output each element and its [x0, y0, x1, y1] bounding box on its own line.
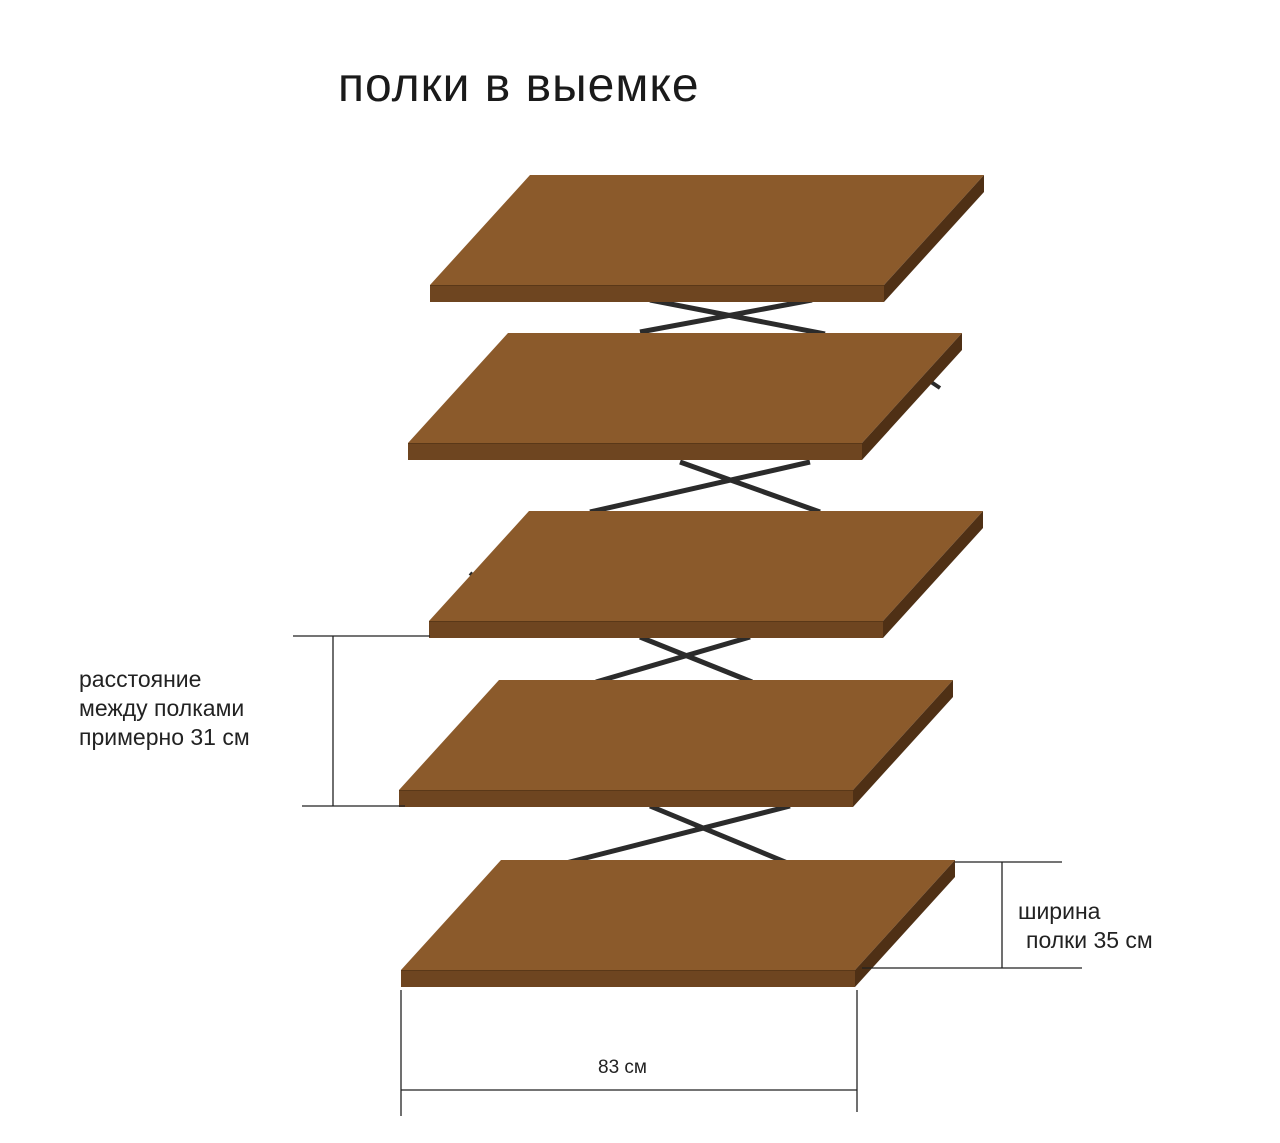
brace-bar-a-4 [561, 803, 791, 867]
shelf-front-3 [429, 621, 883, 638]
diagram-title: полки в выемке [338, 59, 700, 112]
shelf-side-4 [853, 680, 953, 807]
shelf-side-3 [883, 511, 983, 638]
shelf-side-5 [855, 860, 955, 987]
shelf-top-2 [408, 333, 962, 443]
shelf-front-1 [430, 285, 884, 302]
brace-bar-a-2 [589, 459, 811, 515]
shelf-top-3 [429, 511, 983, 621]
brace-bar-b-1 [649, 297, 826, 337]
shelf-gap-label: расстояние между полками примерно 31 см [79, 666, 250, 750]
shelf-top-4 [399, 680, 953, 790]
brace-bar-b-2 [679, 459, 821, 515]
brace-bar-a-3 [595, 634, 751, 685]
shelf-length-label: 83 см [598, 1057, 647, 1078]
shelf-side-2 [862, 333, 962, 460]
shelf-front-5 [401, 970, 855, 987]
shelf-top-1 [430, 175, 984, 285]
shelf-top-5 [401, 860, 955, 970]
cross-supports [468, 297, 942, 867]
shelf-width-label: ширина полки 35 см [1018, 898, 1153, 953]
shelves-group [399, 175, 984, 987]
dimension-lines [293, 635, 1082, 1116]
shelf-front-4 [399, 790, 853, 807]
brace-bar-b-4 [649, 803, 791, 867]
brace-bar-b-3 [639, 634, 753, 685]
shelf-front-2 [408, 443, 862, 460]
shelf-side-1 [884, 175, 984, 302]
